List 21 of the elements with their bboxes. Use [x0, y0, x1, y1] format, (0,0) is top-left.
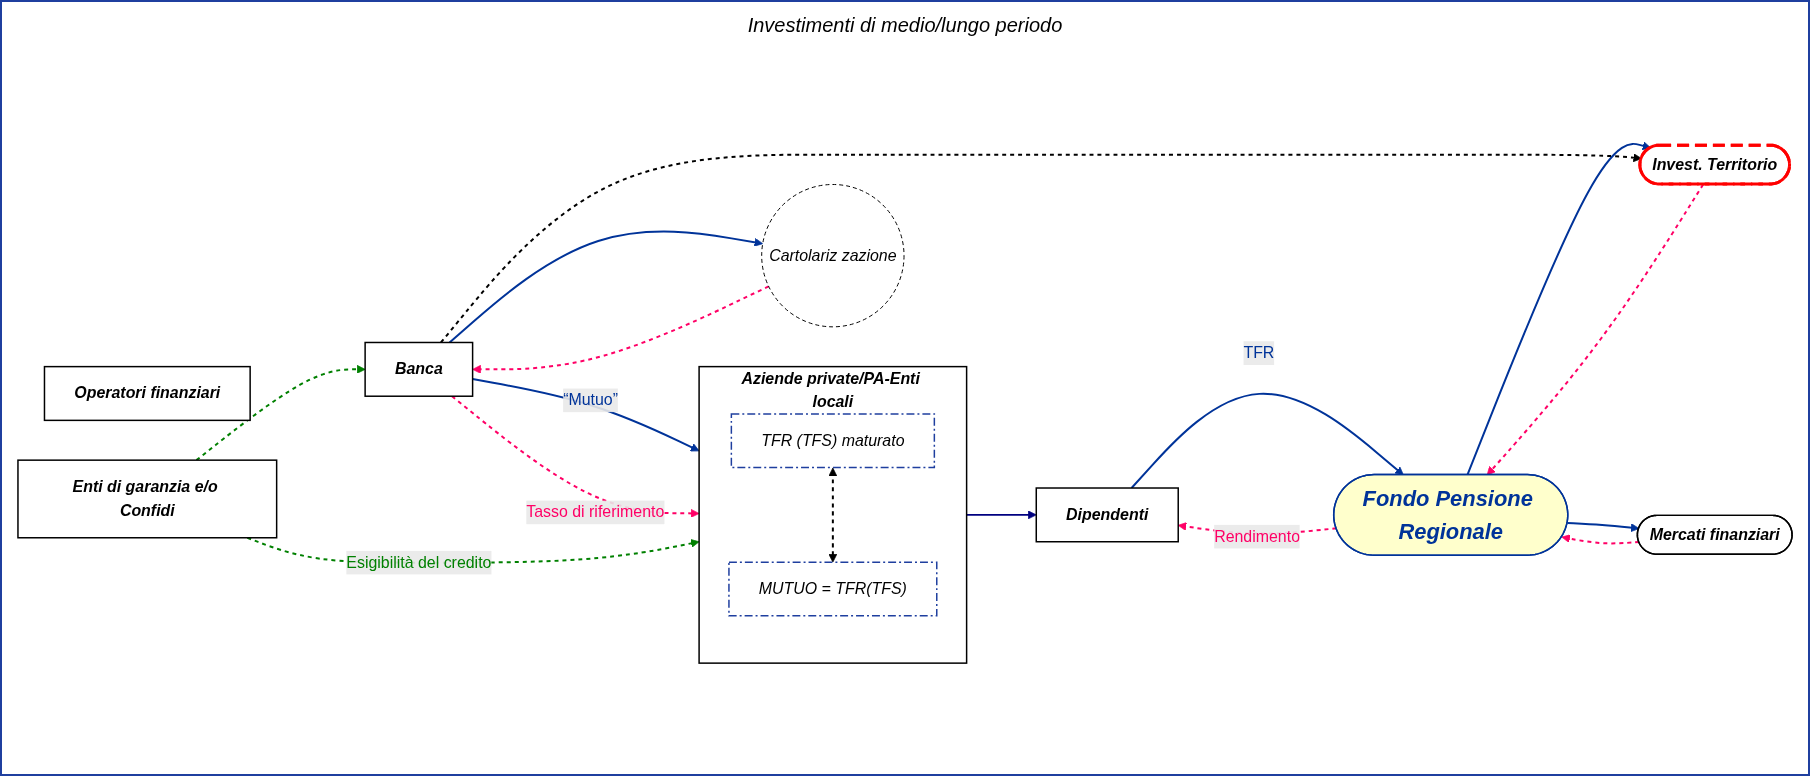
edge-label: Tasso di riferimento: [526, 503, 665, 521]
arrow: [195, 364, 366, 462]
node-circle: Cartolariz zazione: [761, 184, 905, 328]
arrow: [439, 153, 1642, 344]
note-text: Investimenti di medio/lungo periodo: [747, 14, 1063, 37]
node-box: TFR (TFS) maturato: [730, 413, 936, 469]
arrow: [1566, 522, 1640, 533]
arrow: [828, 467, 838, 563]
arrow: [448, 230, 764, 344]
edge-label: TFR: [1243, 344, 1275, 362]
node-box: MUTUO = TFR(TFS): [728, 561, 938, 617]
node-box: Enti di garanzia e/o Confidi: [17, 459, 278, 539]
arrow: [472, 285, 770, 374]
node-box: Operatori finanziari: [43, 365, 251, 422]
node-box: Banca: [364, 341, 474, 397]
node-box: Dipendenti: [1035, 487, 1179, 543]
arrow: [1486, 183, 1705, 476]
arrow: [1130, 392, 1404, 489]
edge-label: Esigibilità del credito: [346, 553, 492, 571]
edge-label: “Mutuo”: [563, 391, 618, 409]
edge-label: Rendimento: [1214, 527, 1300, 545]
